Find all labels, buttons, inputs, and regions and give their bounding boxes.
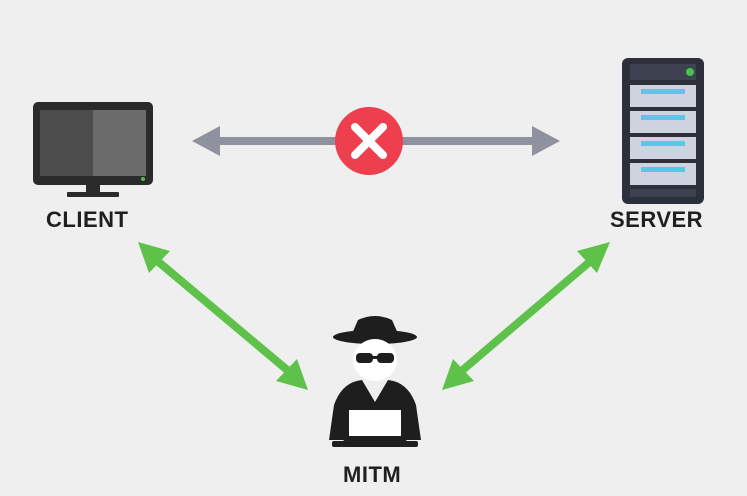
mitm-label: MITM — [343, 462, 402, 487]
server-label: SERVER — [610, 207, 704, 232]
client-mitm-arrow — [138, 242, 308, 390]
server-rack-icon — [622, 58, 704, 204]
server-mitm-arrow — [442, 242, 610, 390]
monitor-icon — [33, 102, 153, 197]
x-mark-icon — [335, 107, 403, 175]
spy-hacker-icon — [329, 316, 421, 447]
client-label: CLIENT — [46, 207, 129, 232]
